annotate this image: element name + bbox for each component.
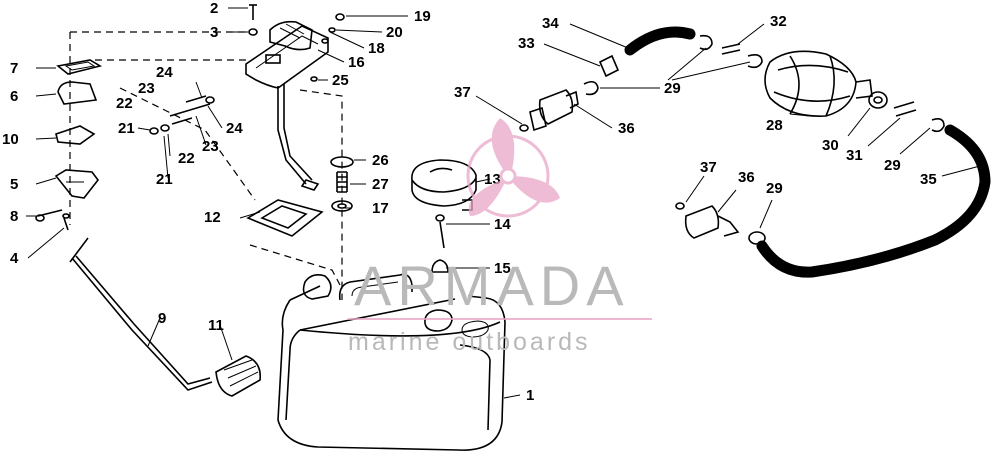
callout-15: 15 xyxy=(494,260,511,277)
callout-23b: 23 xyxy=(202,138,219,155)
callout-23a: 23 xyxy=(138,80,155,97)
callout-33: 33 xyxy=(518,35,535,52)
callout-4: 4 xyxy=(10,250,19,267)
callout-37a: 37 xyxy=(454,84,471,101)
callout-36a: 36 xyxy=(618,120,635,137)
fuel-hoses xyxy=(624,26,991,278)
callout-36b: 36 xyxy=(738,169,755,186)
callout-11: 11 xyxy=(208,317,224,334)
callout-24b: 24 xyxy=(226,120,243,137)
callout-29c: 29 xyxy=(766,180,783,197)
callout-16: 16 xyxy=(348,54,365,71)
watermark-brand: ARMADA xyxy=(354,254,630,317)
callout-3: 3 xyxy=(210,24,218,41)
callout-1: 1 xyxy=(526,387,534,404)
callout-30: 30 xyxy=(822,137,839,154)
callout-5: 5 xyxy=(10,176,18,193)
callout-17: 17 xyxy=(372,200,389,217)
fill-cap xyxy=(411,159,477,273)
callout-2: 2 xyxy=(210,0,218,17)
callout-32: 32 xyxy=(770,13,787,30)
callout-34: 34 xyxy=(542,15,559,32)
callout-25: 25 xyxy=(332,72,349,89)
callout-9: 9 xyxy=(158,310,166,327)
watermark-tagline: marine outboards xyxy=(348,328,591,356)
callout-35: 35 xyxy=(920,171,937,188)
callout-24a: 24 xyxy=(156,64,173,81)
callout-20: 20 xyxy=(386,24,403,41)
gasket xyxy=(246,199,324,237)
callout-8: 8 xyxy=(10,208,18,225)
callout-7: 7 xyxy=(10,60,18,77)
propeller-icon xyxy=(466,118,560,218)
callout-18: 18 xyxy=(368,40,385,57)
callout-29b: 29 xyxy=(884,157,901,174)
callout-21a: 21 xyxy=(118,120,135,137)
bracket-parts xyxy=(35,59,215,231)
callout-37b: 37 xyxy=(700,159,717,176)
callout-27: 27 xyxy=(372,176,389,193)
callout-labels: 2 3 7 6 10 5 8 4 9 11 12 1 13 14 15 16 1… xyxy=(2,0,937,404)
callout-12: 12 xyxy=(204,209,221,226)
fuel-gauge-assembly xyxy=(245,20,329,191)
float-arm-and-float xyxy=(69,237,262,397)
gauge-hardware xyxy=(248,4,345,82)
connectors-and-fittings xyxy=(519,34,945,245)
callout-6: 6 xyxy=(10,88,18,105)
leader-lines xyxy=(26,7,981,399)
callout-31: 31 xyxy=(846,147,863,164)
callout-14: 14 xyxy=(494,216,511,233)
valve-parts xyxy=(330,156,354,212)
watermark: ARMADA marine outboards xyxy=(348,118,652,356)
callout-10: 10 xyxy=(2,131,19,148)
primer-bulb xyxy=(764,50,873,117)
callout-26: 26 xyxy=(372,152,389,169)
callout-22a: 22 xyxy=(116,95,133,112)
callout-29a: 29 xyxy=(664,80,681,97)
callout-22b: 22 xyxy=(178,150,195,167)
callout-21b: 21 xyxy=(156,171,173,188)
callout-28: 28 xyxy=(766,117,783,134)
callout-19: 19 xyxy=(414,8,431,25)
